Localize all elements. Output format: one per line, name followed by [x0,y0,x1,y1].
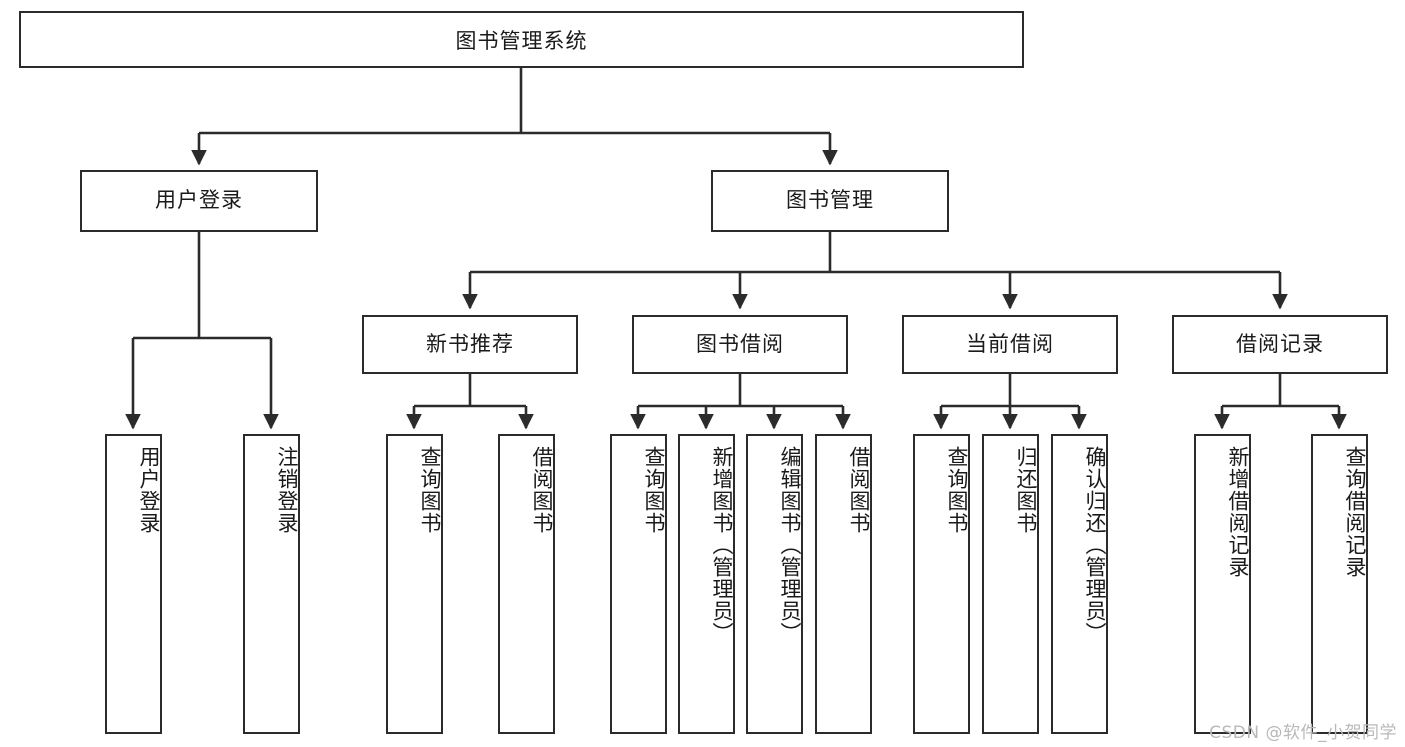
node-new-book-recommend[interactable]: 新书推荐 [362,315,578,374]
leaf-cb-query-book-label: 查询图书 [945,446,969,534]
leaf-logout[interactable]: 注销登录 [243,434,300,734]
node-book-management[interactable]: 图书管理 [711,170,949,232]
leaf-nb-query-book[interactable]: 查询图书 [386,434,443,734]
leaf-user-login[interactable]: 用户登录 [105,434,162,734]
node-current-borrow[interactable]: 当前借阅 [902,315,1118,374]
leaf-br-query-record-label: 查询借阅记录 [1343,446,1367,578]
leaf-user-login-label: 用户登录 [137,446,161,534]
node-current-borrow-label: 当前借阅 [966,331,1054,356]
node-root-book-management-system[interactable]: 图书管理系统 [19,11,1024,68]
leaf-bb-add-book-admin-label: 新增图书（管理员） [710,446,734,644]
leaf-bb-borrow-book[interactable]: 借阅图书 [815,434,872,734]
node-borrow-record[interactable]: 借阅记录 [1172,315,1388,374]
leaf-br-add-record-label: 新增借阅记录 [1226,446,1250,578]
leaf-nb-borrow-book-label: 借阅图书 [530,446,554,534]
node-book-borrow-label: 图书借阅 [696,331,784,356]
leaf-cb-return-book-label: 归还图书 [1014,446,1038,534]
node-book-management-label: 图书管理 [786,188,874,213]
leaf-cb-confirm-return-admin-label: 确认归还（管理员） [1083,446,1107,644]
node-user-login[interactable]: 用户登录 [80,170,318,232]
node-new-book-recommend-label: 新书推荐 [426,331,514,356]
leaf-bb-add-book-admin[interactable]: 新增图书（管理员） [678,434,735,734]
node-root-label: 图书管理系统 [455,28,588,53]
leaf-br-query-record[interactable]: 查询借阅记录 [1311,434,1368,734]
leaf-bb-edit-book-admin[interactable]: 编辑图书（管理员） [746,434,803,734]
csdn-watermark: CSDN @软件_小贺同学 [1209,723,1397,743]
leaf-logout-label: 注销登录 [275,446,299,534]
leaf-bb-borrow-book-label: 借阅图书 [847,446,871,534]
node-book-borrow[interactable]: 图书借阅 [632,315,848,374]
leaf-cb-query-book[interactable]: 查询图书 [913,434,970,734]
leaf-bb-query-book[interactable]: 查询图书 [610,434,667,734]
leaf-bb-edit-book-admin-label: 编辑图书（管理员） [778,446,802,644]
leaf-cb-return-book[interactable]: 归还图书 [982,434,1039,734]
node-user-login-label: 用户登录 [155,188,243,213]
leaf-nb-query-book-label: 查询图书 [418,446,442,534]
leaf-nb-borrow-book[interactable]: 借阅图书 [498,434,555,734]
leaf-bb-query-book-label: 查询图书 [642,446,666,534]
leaf-br-add-record[interactable]: 新增借阅记录 [1194,434,1251,734]
leaf-cb-confirm-return-admin[interactable]: 确认归还（管理员） [1051,434,1108,734]
node-borrow-record-label: 借阅记录 [1236,331,1324,356]
